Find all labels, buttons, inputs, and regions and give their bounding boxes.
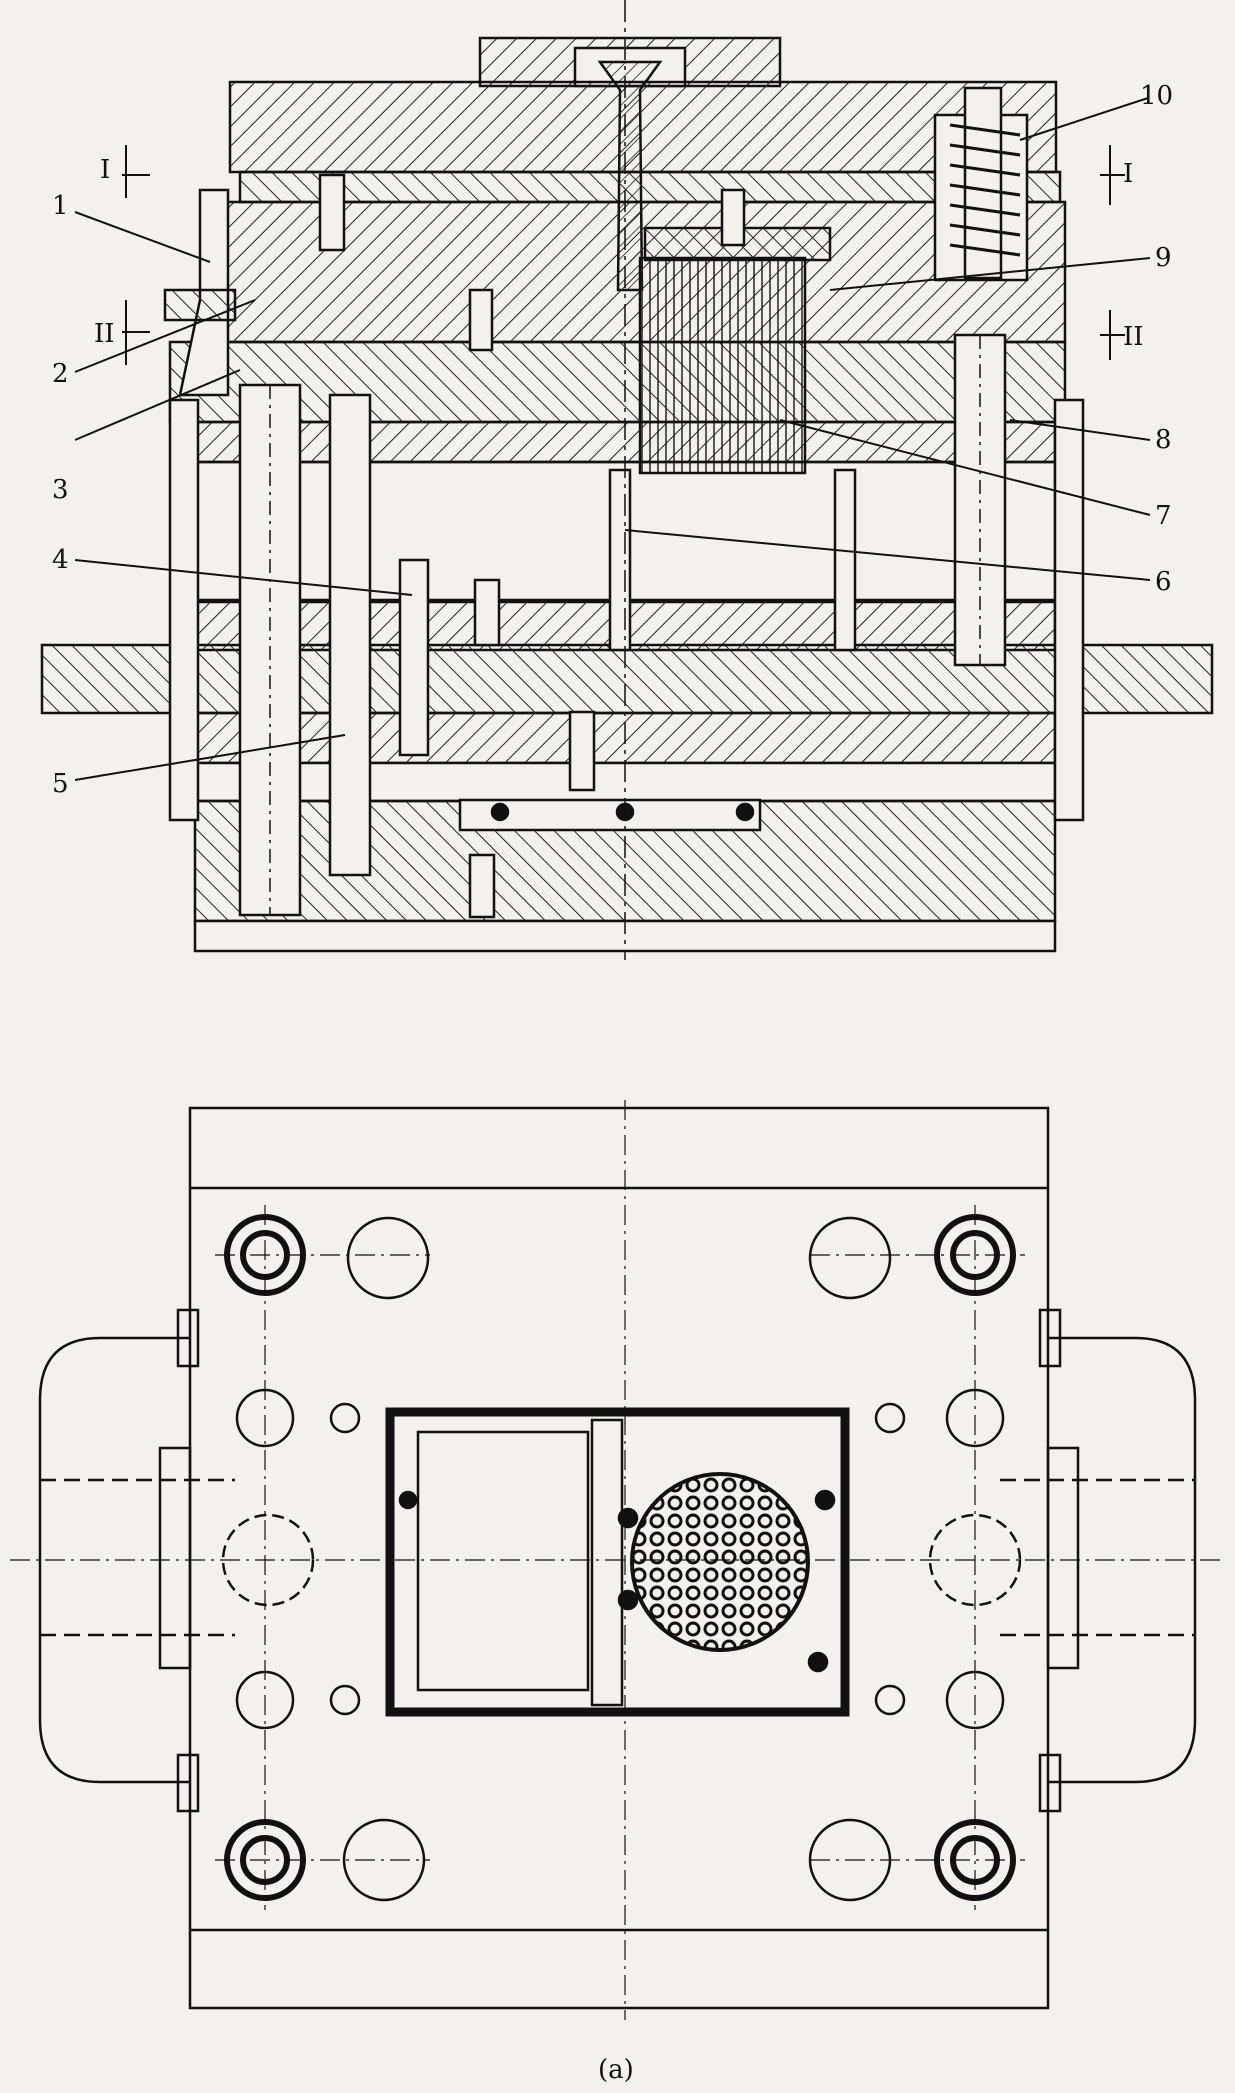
callout-2: 2 <box>52 359 69 389</box>
leader-lines <box>74 97 1151 781</box>
section-mark-left-lower: II <box>94 319 115 349</box>
callout-9: 9 <box>1155 243 1172 273</box>
cavity-divider <box>590 1418 624 1707</box>
top-clamp-plate <box>228 80 1058 174</box>
plan-view <box>10 1100 1225 2020</box>
cavity-frame <box>385 1407 850 1717</box>
section-view <box>40 0 1214 960</box>
handle-right <box>1048 1336 1197 1784</box>
figure-caption: (a) <box>598 2055 634 2085</box>
callout-7: 7 <box>1155 501 1172 531</box>
callout-8: 8 <box>1155 425 1172 455</box>
flange-bar <box>40 643 1214 715</box>
callout-10: 10 <box>1140 81 1173 111</box>
callout-6: 6 <box>1155 567 1172 597</box>
return-pin <box>328 393 372 877</box>
spring <box>949 123 1021 257</box>
callout-4: 4 <box>52 545 69 575</box>
section-mark-left-upper: I <box>100 155 110 185</box>
support-plate <box>168 340 1067 424</box>
section-arrows <box>122 145 1125 365</box>
runner-plate <box>238 170 1062 204</box>
mesh-disc <box>630 1472 810 1652</box>
section-mark-right-lower: II <box>1123 322 1144 352</box>
callout-1: 1 <box>52 191 69 221</box>
callout-3: 3 <box>52 475 69 505</box>
handle-left <box>38 1336 190 1784</box>
section-mark-right-upper: I <box>1123 159 1133 189</box>
callout-5: 5 <box>52 769 69 799</box>
